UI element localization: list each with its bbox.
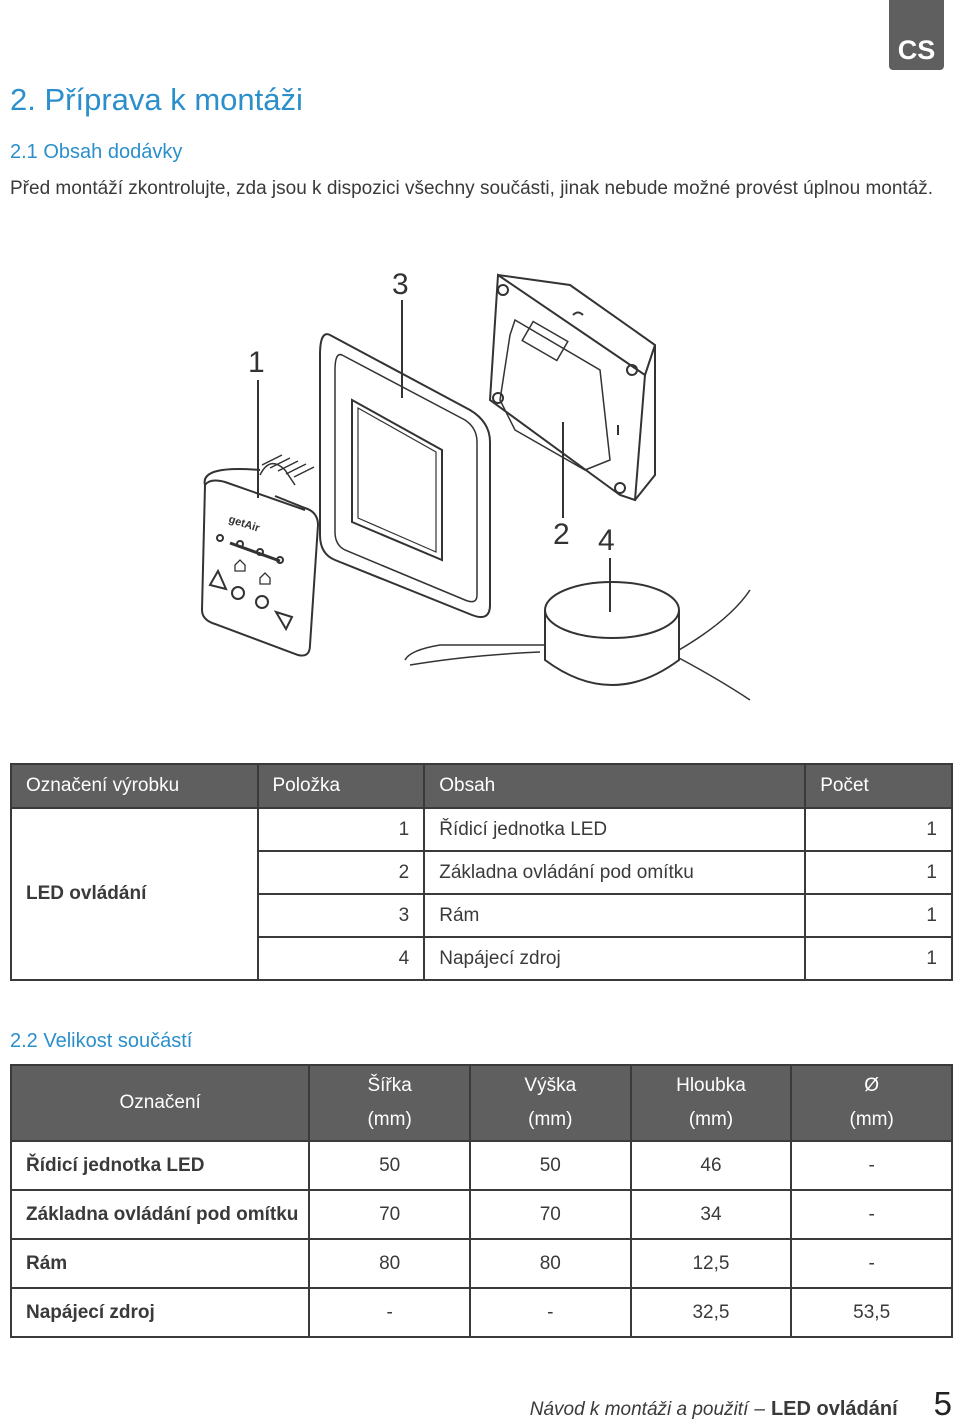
component-name-cell: Napájecí zdroj [9, 1287, 311, 1338]
footer-product-name: LED ovládání [770, 1398, 898, 1420]
item-cell: 1 [256, 807, 426, 852]
table-row: Napájecí zdroj - - 32,5 53,5 [9, 1287, 953, 1338]
callout-2: 2 [553, 518, 570, 551]
header-width: Šířka(mm) [308, 1064, 471, 1142]
width-cell: 50 [308, 1140, 471, 1191]
callout-3: 3 [392, 268, 409, 301]
depth-cell: 34 [629, 1189, 793, 1240]
footer-manual-title: Návod k montáži a použití [529, 1399, 749, 1420]
header-count: Počet [804, 763, 953, 809]
table-header-row: Označení Šířka(mm) Výška(mm) Hloubka(mm)… [9, 1064, 953, 1142]
height-cell: - [468, 1287, 632, 1338]
width-cell: - [308, 1287, 471, 1338]
table-row: 2 Základna ovládání pod omítku 1 [11, 850, 953, 895]
svg-text:getAir: getAir [227, 513, 262, 534]
page-title: 2. Příprava k montáži [10, 82, 303, 117]
header-content: Obsah [423, 763, 807, 809]
header-diameter: Ø(mm) [790, 1064, 953, 1142]
content-cell: Řídicí jednotka LED [423, 807, 807, 852]
frame-drawing [319, 333, 491, 618]
component-name-cell: Základna ovládání pod omítku [9, 1189, 311, 1240]
product-exploded-illustration: getAir 1 3 2 4 [200, 268, 751, 701]
table-row: Řídicí jednotka LED 50 50 46 - [9, 1140, 953, 1191]
count-cell: 1 [804, 807, 953, 852]
count-cell: 1 [804, 936, 953, 981]
callout-4: 4 [598, 524, 615, 557]
callout-1: 1 [248, 346, 265, 379]
table-header-row: Označení výrobku Položka Obsah Počet [10, 763, 953, 809]
power-supply-drawing [404, 581, 751, 701]
product-name-cell: LED ovládání [10, 807, 259, 981]
depth-cell: 12,5 [629, 1238, 793, 1289]
content-cell: Rám [423, 893, 807, 938]
header-item: Položka [256, 763, 426, 809]
component-name-cell: Rám [9, 1238, 311, 1289]
table-row: 3 Rám 1 [11, 893, 953, 938]
page-number: 5 [933, 1385, 952, 1422]
intro-paragraph: Před montáží zkontrolujte, zda jsou k di… [10, 178, 934, 199]
footer-dash: – [754, 1399, 765, 1420]
item-cell: 4 [256, 936, 426, 981]
table-row: LED ovládání 1 Řídicí jednotka LED 1 [10, 807, 953, 981]
content-cell: Základna ovládání pod omítku [423, 850, 807, 895]
depth-cell: 32,5 [629, 1287, 793, 1338]
height-cell: 70 [468, 1189, 632, 1240]
header-designation: Označení [9, 1064, 311, 1142]
diameter-cell: - [790, 1189, 953, 1240]
control-unit-drawing: getAir [200, 454, 320, 657]
count-cell: 1 [804, 893, 953, 938]
item-cell: 3 [256, 893, 426, 938]
header-product: Označení výrobku [10, 763, 259, 809]
height-cell: 80 [468, 1238, 632, 1289]
count-cell: 1 [804, 850, 953, 895]
width-cell: 70 [308, 1189, 471, 1240]
depth-cell: 46 [629, 1140, 793, 1191]
table-row: Rám 80 80 12,5 - [9, 1238, 953, 1289]
content-cell: Napájecí zdroj [423, 936, 807, 981]
table-row: Základna ovládání pod omítku 70 70 34 - [9, 1189, 953, 1240]
page-footer: Návod k montáži a použití – LED ovládání… [530, 1385, 952, 1423]
diameter-cell: - [790, 1140, 953, 1191]
base-drawing [488, 273, 657, 502]
header-height: Výška(mm) [468, 1064, 632, 1142]
section-title-2-2: 2.2 Velikost součástí [10, 1030, 193, 1052]
table-row: 4 Napájecí zdroj 1 [11, 936, 953, 981]
component-name-cell: Řídicí jednotka LED [9, 1140, 311, 1191]
diameter-cell: - [790, 1238, 953, 1289]
component-sizes-table: Označení Šířka(mm) Výška(mm) Hloubka(mm)… [9, 1064, 953, 1338]
item-cell: 2 [256, 850, 426, 895]
section-title-2-1: 2.1 Obsah dodávky [10, 141, 183, 163]
diameter-cell: 53,5 [790, 1287, 953, 1338]
width-cell: 80 [308, 1238, 471, 1289]
delivery-contents-table: Označení výrobku Položka Obsah Počet LED… [10, 763, 953, 981]
language-tab: CS [889, 0, 944, 70]
height-cell: 50 [468, 1140, 632, 1191]
header-depth: Hloubka(mm) [629, 1064, 793, 1142]
